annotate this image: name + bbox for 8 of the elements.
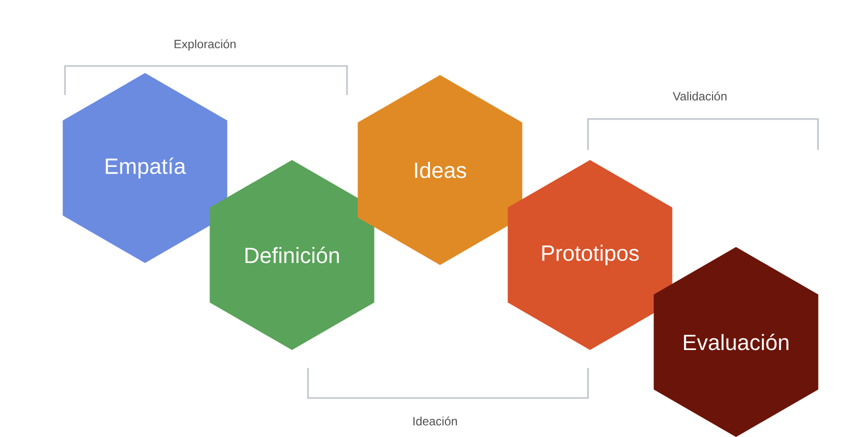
hexagon: Prototipos	[508, 160, 672, 350]
bracket-label: Validación	[672, 92, 726, 100]
bracket-label: Exploración	[174, 39, 236, 51]
hexagon: Empatía	[62, 73, 228, 263]
bracket-label: Ideación	[413, 416, 457, 426]
hexagon: Evaluación	[654, 247, 818, 437]
hexagon: Ideas	[358, 75, 522, 265]
hexagon: Definición	[210, 160, 374, 350]
